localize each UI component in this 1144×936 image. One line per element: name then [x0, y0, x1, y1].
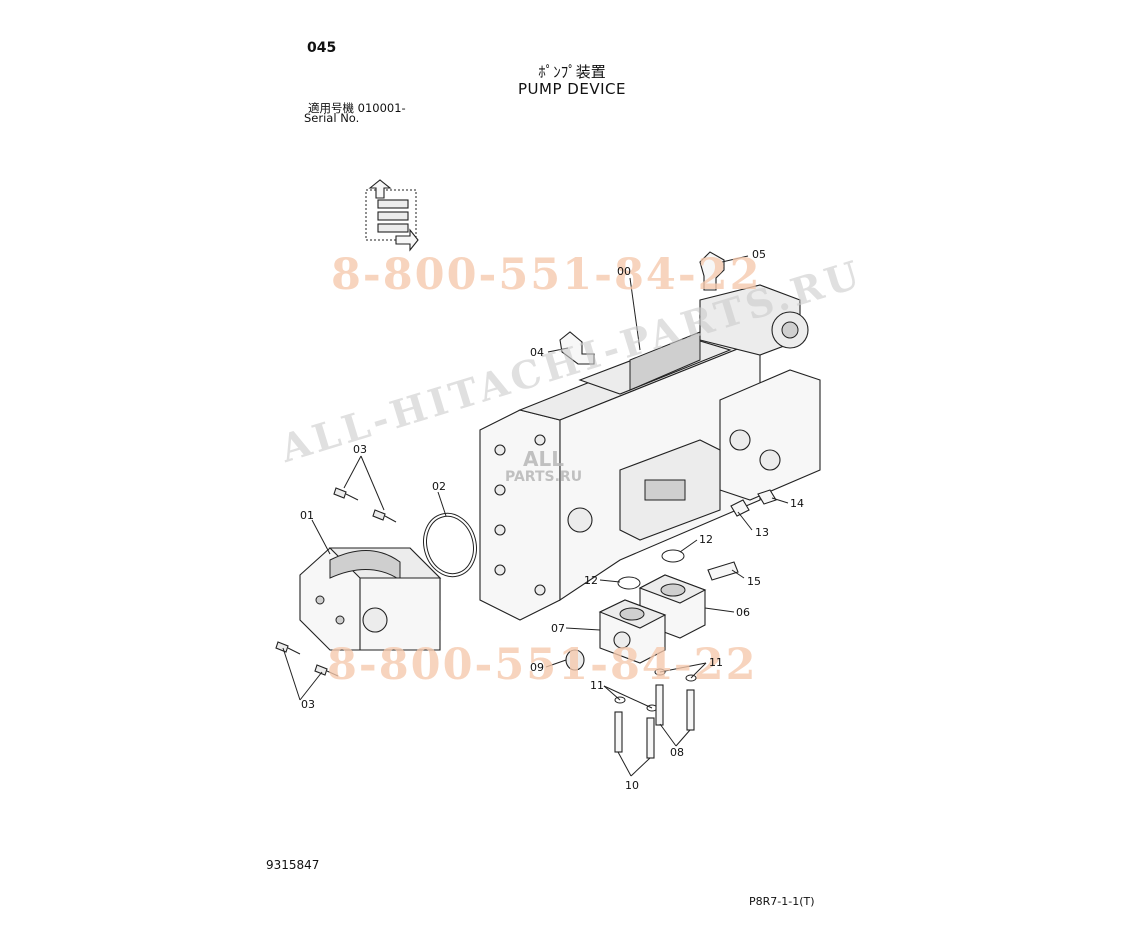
- callout-12-left: 12: [584, 574, 598, 587]
- fitting-14: [757, 489, 777, 505]
- title-english: PUMP DEVICE: [518, 80, 626, 98]
- o-ring-12b: [661, 549, 685, 563]
- callout-12-right: 12: [699, 533, 713, 546]
- watermark-logo: ALL PARTS.RU: [505, 447, 583, 486]
- callout-14: 14: [790, 497, 804, 510]
- callout-11-right: 11: [709, 656, 723, 669]
- orientation-icon: [365, 179, 419, 252]
- watermark-phone-top: 8-800-551-84-22: [331, 250, 762, 300]
- callout-13: 13: [755, 526, 769, 539]
- sensor-15: [707, 561, 739, 581]
- flange-block-07: [598, 599, 667, 664]
- callout-07: 07: [551, 622, 565, 635]
- callout-02: 02: [432, 480, 446, 493]
- callout-09: 09: [530, 661, 544, 674]
- callout-08: 08: [670, 746, 684, 759]
- page-number: 045: [307, 40, 337, 56]
- sheet-reference: P8R7-1-1(T): [749, 895, 815, 908]
- callout-03-top: 03: [353, 443, 367, 456]
- serial-label-english: Serial No.: [304, 111, 360, 125]
- callout-01: 01: [300, 509, 314, 522]
- o-ring-02: [423, 512, 477, 578]
- gear-pump-block: [299, 547, 442, 651]
- callout-06: 06: [736, 606, 750, 619]
- watermark-logo-bottom: PARTS.RU: [505, 469, 583, 485]
- callout-15: 15: [747, 575, 761, 588]
- elbow-fitting-05: [699, 251, 725, 291]
- leader-lines: [282, 255, 789, 777]
- elbow-fitting-04: [559, 331, 595, 365]
- callout-05: 05: [752, 248, 766, 261]
- main-pump-assembly: [479, 284, 821, 621]
- drawing-number: 9315847: [266, 858, 320, 872]
- title-japanese: ﾎﾟﾝﾌﾟ装置: [538, 63, 606, 81]
- serial-label-japanese: 適用号機 010001-: [308, 101, 406, 115]
- bolts-08-10: [614, 684, 695, 759]
- watermark-logo-top: ALL: [523, 447, 565, 471]
- callout-11-left: 11: [590, 679, 604, 692]
- o-ring-12a: [617, 576, 641, 590]
- fitting-13: [730, 499, 750, 517]
- callout-10: 10: [625, 779, 639, 792]
- callout-03-bottom: 03: [301, 698, 315, 711]
- bolts-03: [275, 487, 397, 677]
- callout-04: 04: [530, 346, 544, 359]
- watermark-phone-bottom: 8-800-551-84-22: [327, 640, 758, 690]
- callout-00: 00: [617, 265, 631, 278]
